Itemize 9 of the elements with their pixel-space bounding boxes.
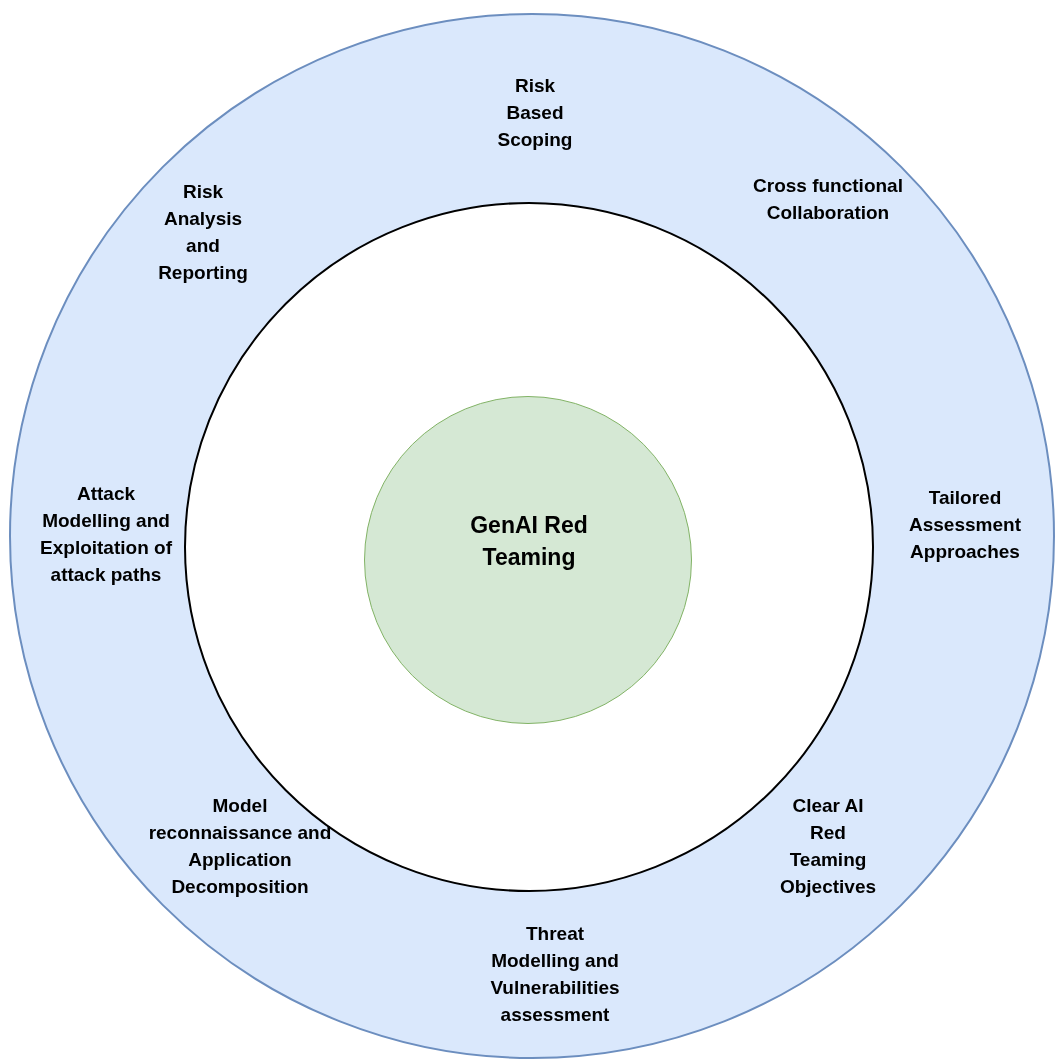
ring-label: Tailored Assessment Approaches [908,486,1022,564]
ring-label: Threat Modelling and Vulnerabilities assessment [489,922,621,1027]
ring-label: Clear AI Red Teaming Objectives [778,794,878,899]
ring-label: Cross functional Collaboration [752,174,904,225]
ring-label: Risk Analysis and Reporting [157,180,249,285]
ring-label: Attack Modelling and Exploitation of attack paths [39,482,173,587]
ring-label: Model reconnaissance and Application Decomposition [147,794,333,899]
center-title: GenAI Red Teaming [469,511,589,572]
ring-label: Risk Based Scoping [496,74,574,152]
